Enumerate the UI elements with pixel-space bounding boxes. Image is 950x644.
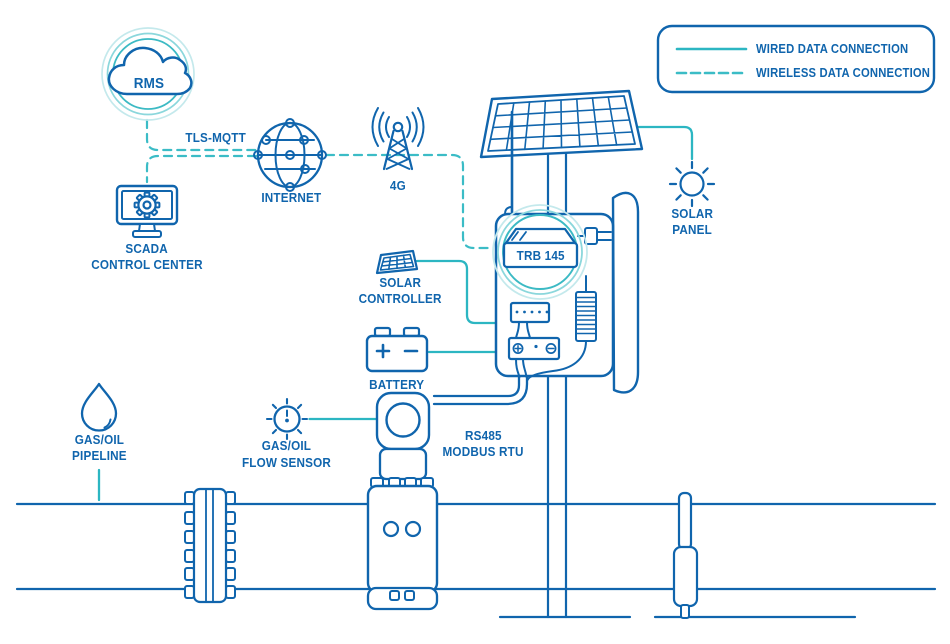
flow-gauge-icon — [265, 397, 309, 441]
scada-label-line1: SCADA — [125, 241, 169, 256]
probe-rod — [677, 491, 693, 551]
solar-controller-wire — [415, 259, 499, 325]
solar-controller-label-line2: CONTROLLER — [358, 291, 442, 306]
enclosure-door — [611, 191, 640, 394]
pipeline-label-line1: GAS/OIL — [74, 432, 124, 447]
probe-body — [672, 545, 699, 608]
flow-sensor-port-left — [382, 520, 400, 538]
solar-controller-icon — [375, 249, 419, 275]
pipeline-lines — [15, 502, 937, 619]
rs485-label-line2: MODBUS RTU — [442, 444, 524, 459]
antenna-base — [504, 206, 513, 215]
probe-stub — [680, 604, 690, 619]
flow-sensor-label-line2: FLOW SENSOR — [241, 455, 331, 470]
cellular-tower-icon — [371, 107, 425, 171]
tls-mqtt-label: TLS-MQTT — [185, 130, 247, 145]
4g-to-trb-link — [450, 153, 493, 250]
monitor-stand — [138, 223, 156, 232]
cellular-label: 4G — [390, 178, 406, 193]
flange-seam — [205, 488, 214, 603]
rs485-label-line1: RS485 — [464, 428, 502, 443]
pipe-flange — [184, 487, 236, 604]
globe-nodes — [253, 118, 327, 192]
solar-panel-label-line1: SOLAR — [671, 206, 713, 221]
rms-to-internet-link — [145, 118, 258, 152]
droplet-icon — [80, 382, 118, 432]
battery-plus — [375, 343, 391, 359]
flow-sensor-port-right — [404, 520, 422, 538]
legend-wired-label: WIRED DATA CONNECTION — [756, 42, 909, 56]
monitor-base — [132, 230, 162, 238]
terminal-block-lower — [507, 336, 561, 361]
internet-label: INTERNET — [261, 190, 321, 205]
solar-panel-grid — [489, 96, 634, 151]
gear-icon — [133, 191, 161, 219]
radio-waves — [371, 107, 425, 147]
solar-panel-wire — [633, 125, 694, 161]
legend-wireless-label: WIRELESS DATA CONNECTION — [756, 66, 931, 80]
pipeline-label-line2: PIPELINE — [71, 448, 127, 463]
solar-controller-label-line1: SOLAR — [379, 275, 421, 290]
sun-icon — [668, 160, 716, 208]
antenna — [504, 110, 514, 215]
scada-label-line2: CONTROL CENTER — [91, 257, 203, 272]
trb145-node — [492, 204, 588, 300]
cloud-icon — [107, 46, 193, 96]
scada-to-internet-link — [145, 154, 258, 184]
rs485-cable — [432, 375, 529, 406]
battery-label: BATTERY — [369, 377, 425, 392]
internet-globe-icon — [253, 118, 327, 192]
flow-sensor-neck — [378, 447, 428, 481]
pipeline-probe — [672, 491, 699, 619]
trb145-device-icon — [502, 227, 579, 269]
solar-panel-icon — [479, 89, 644, 159]
legend-box — [656, 24, 936, 94]
solar-panel-label-line2: PANEL — [672, 222, 712, 237]
block-wires — [515, 321, 531, 339]
flow-sensor-label-line1: GAS/OIL — [261, 438, 311, 453]
flange-body — [192, 487, 228, 604]
coiled-cable — [526, 275, 597, 381]
outgoing-wires — [515, 358, 528, 378]
flow-sensor-body — [366, 484, 439, 594]
battery-icon — [365, 326, 429, 373]
scada-monitor-icon — [115, 184, 179, 238]
flow-sensor-base — [366, 586, 439, 611]
terminal-block-upper — [509, 301, 551, 324]
solar-panel-inner-frame — [487, 95, 636, 152]
flow-sensor-head-lens — [385, 402, 421, 438]
wired-connections — [97, 259, 499, 502]
rms-label: RMS — [133, 75, 165, 92]
flow-sensor-device — [366, 391, 439, 611]
trb145-label: TRB 145 — [516, 248, 565, 263]
wireless-connections — [145, 118, 493, 250]
monitor-screen — [121, 190, 173, 220]
rms-node — [101, 27, 195, 121]
